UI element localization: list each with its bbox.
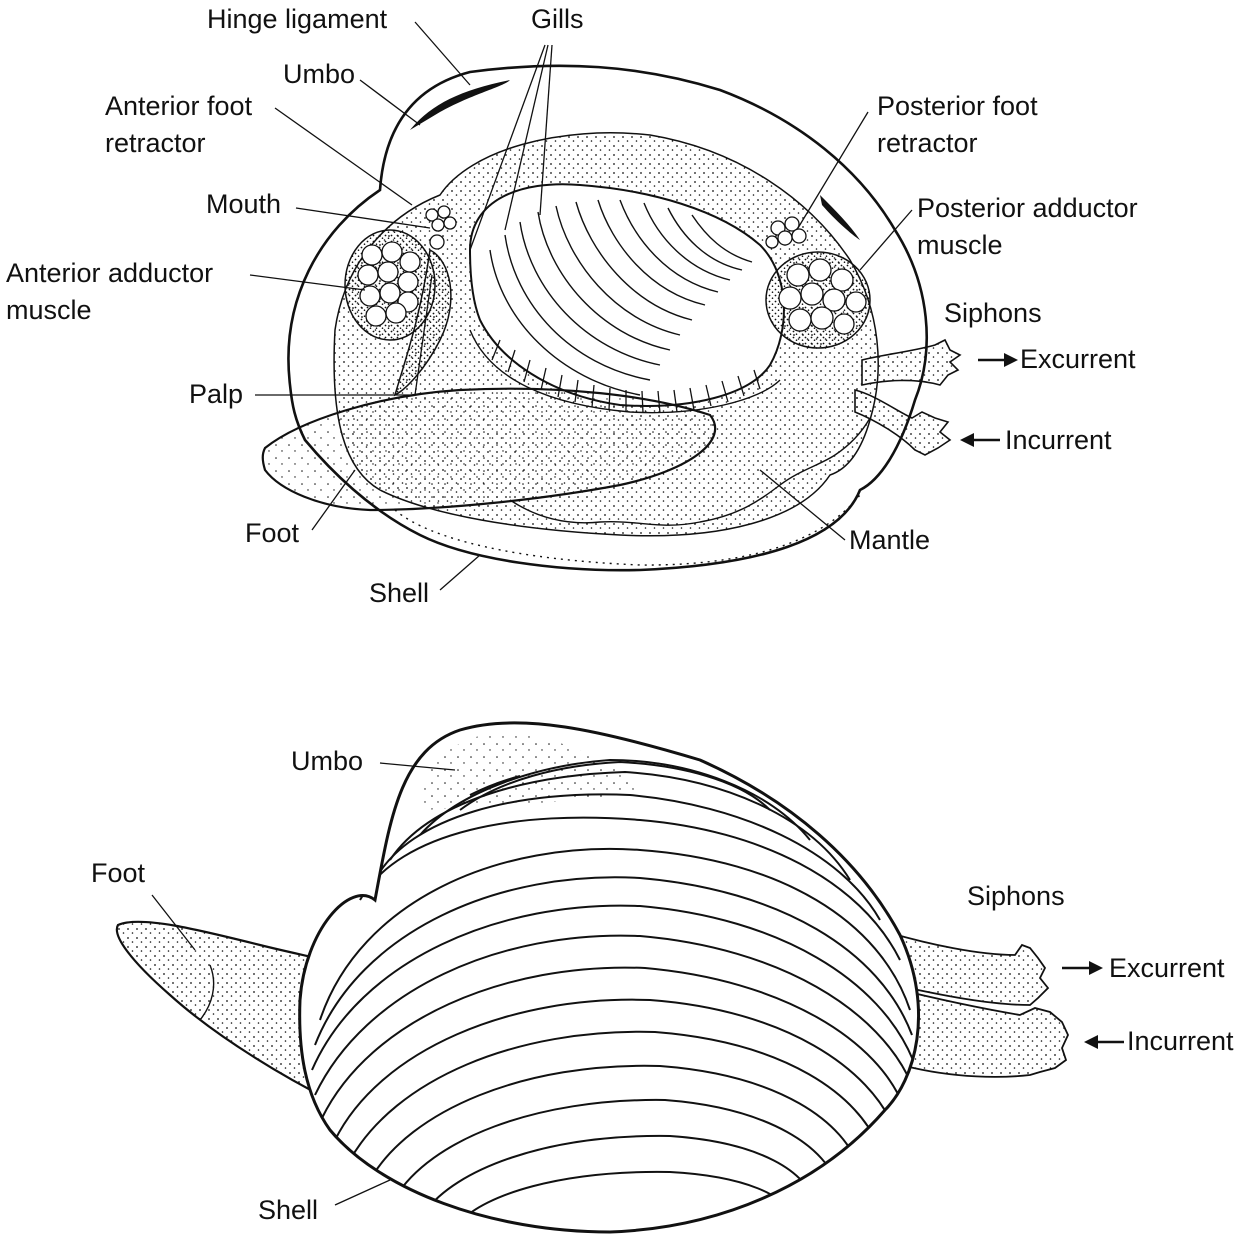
leader-shell-bottom (335, 1180, 390, 1205)
label-posterior-adductor-line2: muscle (917, 229, 1003, 263)
label-shell-bottom: Shell (258, 1194, 318, 1228)
excurrent-arrow-bottom (1062, 961, 1103, 975)
posterior-adductor-muscle (766, 252, 870, 348)
label-anterior-adductor-line2: muscle (6, 294, 92, 328)
label-mantle: Mantle (849, 524, 930, 558)
label-anterior-adductor-line1: Anterior adductor (6, 257, 213, 291)
label-umbo-bottom: Umbo (291, 745, 363, 779)
label-posterior-foot-retractor-line1: Posterior foot (877, 90, 1038, 124)
leader-umbo-top (360, 80, 420, 125)
incurrent-arrow-top (960, 433, 1000, 447)
label-shell-top: Shell (369, 577, 429, 611)
closed-clam-drawing (117, 723, 1124, 1232)
leader-hinge-ligament (415, 22, 470, 85)
label-siphons-top: Siphons (944, 297, 1042, 331)
label-gills: Gills (531, 3, 584, 37)
incurrent-arrow-bottom (1084, 1035, 1124, 1049)
label-posterior-adductor-line1: Posterior adductor (917, 192, 1138, 226)
label-excurrent-top: Excurrent (1020, 343, 1136, 377)
label-anterior-foot-retractor-line2: retractor (105, 127, 206, 161)
closed-shell-outline (300, 723, 919, 1232)
excurrent-arrow-top (978, 353, 1018, 367)
label-incurrent-bottom: Incurrent (1127, 1025, 1234, 1059)
label-posterior-foot-retractor-line2: retractor (877, 127, 978, 161)
leader-shell-top (440, 555, 480, 590)
label-mouth: Mouth (206, 188, 281, 222)
label-anterior-foot-retractor-line1: Anterior foot (105, 90, 252, 124)
label-foot-top: Foot (245, 517, 299, 551)
label-hinge-ligament: Hinge ligament (207, 3, 387, 37)
label-palp: Palp (189, 378, 243, 412)
label-excurrent-bottom: Excurrent (1109, 952, 1225, 986)
label-umbo-top: Umbo (283, 58, 355, 92)
label-foot-bottom: Foot (91, 857, 145, 891)
label-siphons-bottom: Siphons (967, 880, 1065, 914)
label-incurrent-top: Incurrent (1005, 424, 1112, 458)
